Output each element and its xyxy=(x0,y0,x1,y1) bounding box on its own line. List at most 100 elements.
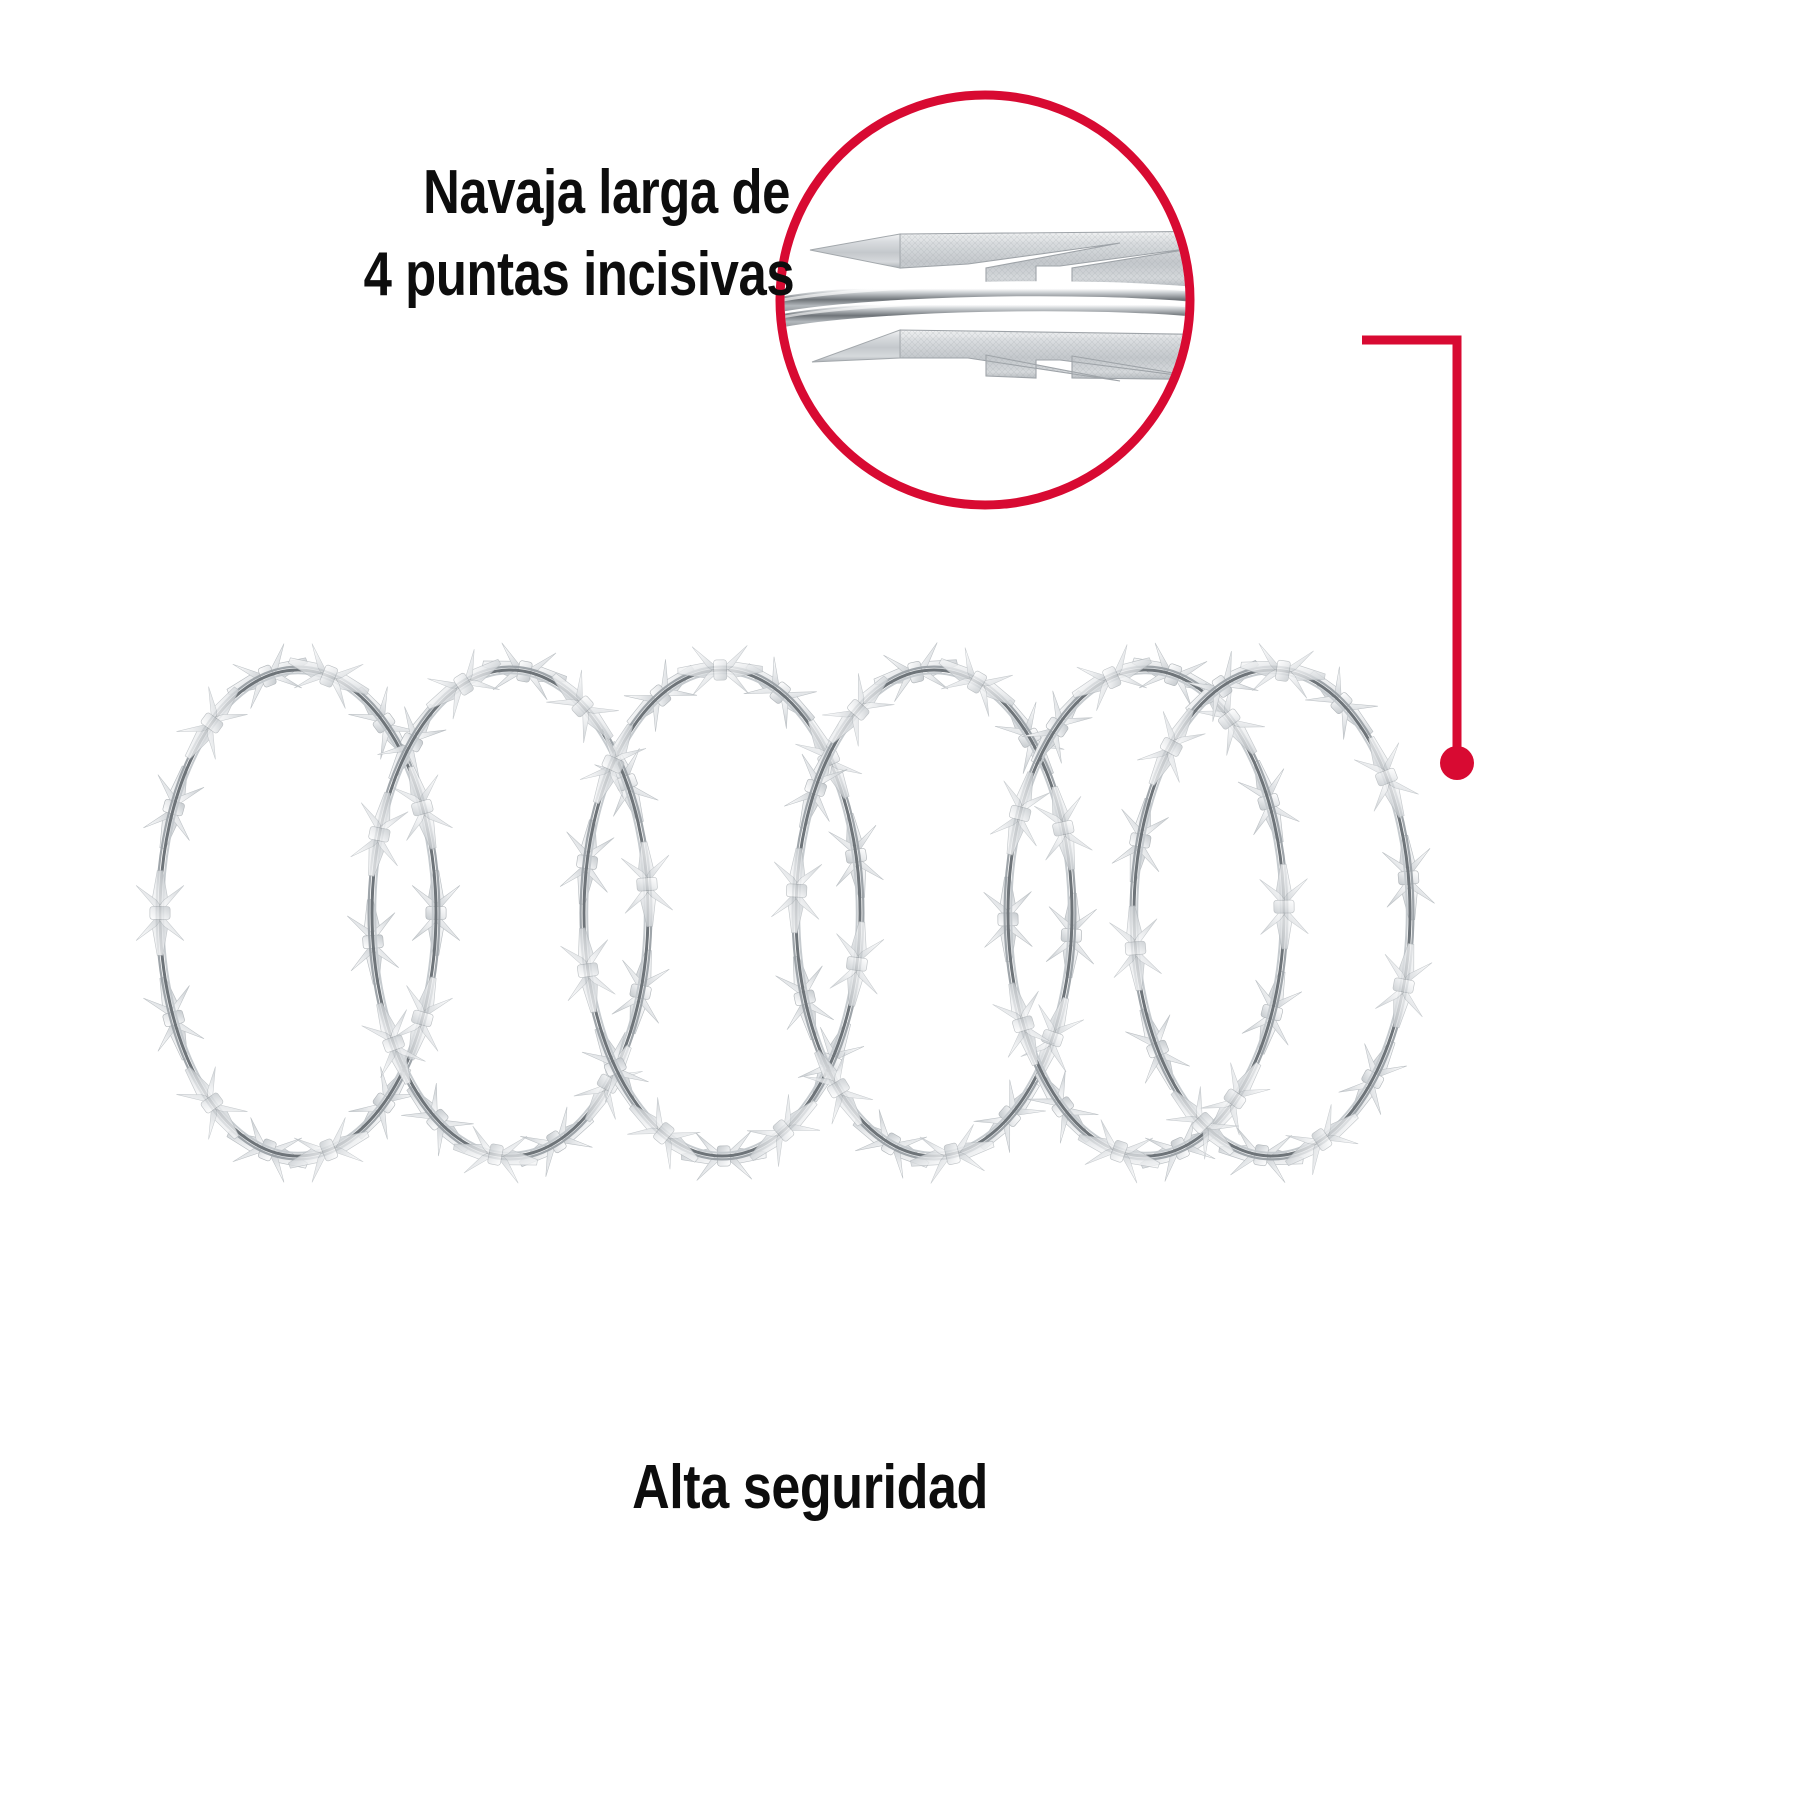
coil-strand xyxy=(1006,668,1286,1158)
razor-barb xyxy=(1124,637,1222,712)
razor-wire-coil xyxy=(770,638,1098,1188)
razor-barb xyxy=(1273,1095,1371,1184)
razor-barb xyxy=(411,870,461,956)
razor-barb xyxy=(1155,1075,1250,1171)
coil-strand xyxy=(370,668,650,1158)
razor-barb xyxy=(167,1054,257,1152)
razor-barb xyxy=(1237,640,1329,701)
razor-barb xyxy=(983,876,1033,963)
razor-barb xyxy=(680,1130,767,1182)
coil-strand xyxy=(1129,665,1415,1161)
razor-barb xyxy=(1070,1114,1168,1189)
razor-barb xyxy=(449,1122,542,1187)
razor-barb xyxy=(387,970,457,1066)
page-caption: Alta seguridad xyxy=(632,1453,988,1522)
razor-barb xyxy=(536,658,630,755)
razor-barb xyxy=(280,637,378,715)
coil-strand xyxy=(791,665,1077,1161)
razor-barb xyxy=(139,970,209,1066)
coil-strand xyxy=(794,668,1074,1158)
razor-barb xyxy=(735,1084,832,1177)
razor-barb xyxy=(1129,697,1213,796)
coil-strand xyxy=(155,665,441,1161)
razor-barb xyxy=(1119,1000,1196,1098)
razor-barb xyxy=(1259,863,1309,950)
razor-barb xyxy=(986,766,1055,861)
razor-barb xyxy=(779,739,853,836)
razor-barb xyxy=(795,1039,881,1138)
coil-strand xyxy=(582,668,862,1158)
razor-barb xyxy=(612,649,709,742)
razor-barb xyxy=(280,1111,378,1189)
razor-barb xyxy=(573,715,653,813)
razor-barb xyxy=(1294,655,1389,751)
razor-wire-coil xyxy=(1107,640,1437,1186)
razor-barb xyxy=(619,840,675,929)
razor-barb xyxy=(791,1013,871,1111)
coil-strand xyxy=(162,672,434,1154)
razor-barb xyxy=(1237,965,1306,1060)
razor-barb xyxy=(1013,678,1101,776)
razor-barb xyxy=(1030,781,1096,875)
callout-label-line2: 4 puntas incisivas xyxy=(363,239,795,309)
razor-barb xyxy=(1109,794,1172,887)
razor-barb xyxy=(1015,990,1089,1087)
razor-barb xyxy=(1184,670,1275,768)
razor-wire-coil xyxy=(983,637,1309,1189)
razor-barb xyxy=(987,688,1073,787)
razor-barb xyxy=(1063,638,1161,718)
coil-strand xyxy=(1010,672,1282,1154)
connector-endpoint-dot xyxy=(1440,746,1474,780)
razor-barb xyxy=(390,1071,484,1168)
razor-barb xyxy=(575,1018,656,1116)
razor-barb xyxy=(772,951,838,1045)
razor-barb xyxy=(827,918,887,1010)
razor-barb xyxy=(826,810,886,902)
razor-wire-coil xyxy=(345,639,675,1187)
razor-barb xyxy=(478,639,571,704)
razor-barb xyxy=(842,1101,940,1187)
connector-line xyxy=(1362,335,1462,748)
razor-barb xyxy=(1215,1125,1307,1186)
razor-barb xyxy=(135,870,185,956)
razor-barb xyxy=(770,846,824,935)
razor-barb xyxy=(1331,1030,1415,1129)
coil-strand xyxy=(374,672,646,1154)
razor-barb xyxy=(1044,891,1098,980)
coil-strand xyxy=(586,672,858,1154)
razor-barb xyxy=(414,641,513,728)
razor-barb xyxy=(608,945,673,1039)
blade-detail-image xyxy=(784,99,1186,501)
coil-strand xyxy=(158,668,438,1158)
razor-barb xyxy=(868,638,963,706)
razor-barb xyxy=(615,1087,713,1179)
razor-barb xyxy=(1348,728,1425,826)
coil-strand xyxy=(1003,665,1289,1161)
razor-barb xyxy=(788,710,869,808)
magnifier-ring xyxy=(775,90,1195,510)
razor-barb xyxy=(345,897,401,986)
razor-barb xyxy=(1191,1050,1279,1148)
razor-barb xyxy=(928,639,1026,725)
razor-barb xyxy=(339,674,429,772)
razor-barb xyxy=(963,1068,1056,1165)
razor-barb xyxy=(589,734,664,831)
coil-strand xyxy=(579,665,865,1161)
coil-strand xyxy=(798,672,1070,1154)
razor-barb xyxy=(356,995,431,1092)
razor-barb xyxy=(905,1120,1000,1188)
razor-barb xyxy=(1380,833,1437,923)
coil-strand xyxy=(1136,672,1408,1154)
razor-barb xyxy=(339,1054,429,1152)
razor-barb xyxy=(1107,903,1164,993)
razor-barb xyxy=(731,647,829,739)
razor-barb xyxy=(566,1034,651,1133)
razor-barb xyxy=(1233,754,1304,850)
razor-wire-coil xyxy=(557,644,887,1182)
razor-barb xyxy=(507,1098,606,1185)
razor-barb xyxy=(1017,1058,1108,1156)
